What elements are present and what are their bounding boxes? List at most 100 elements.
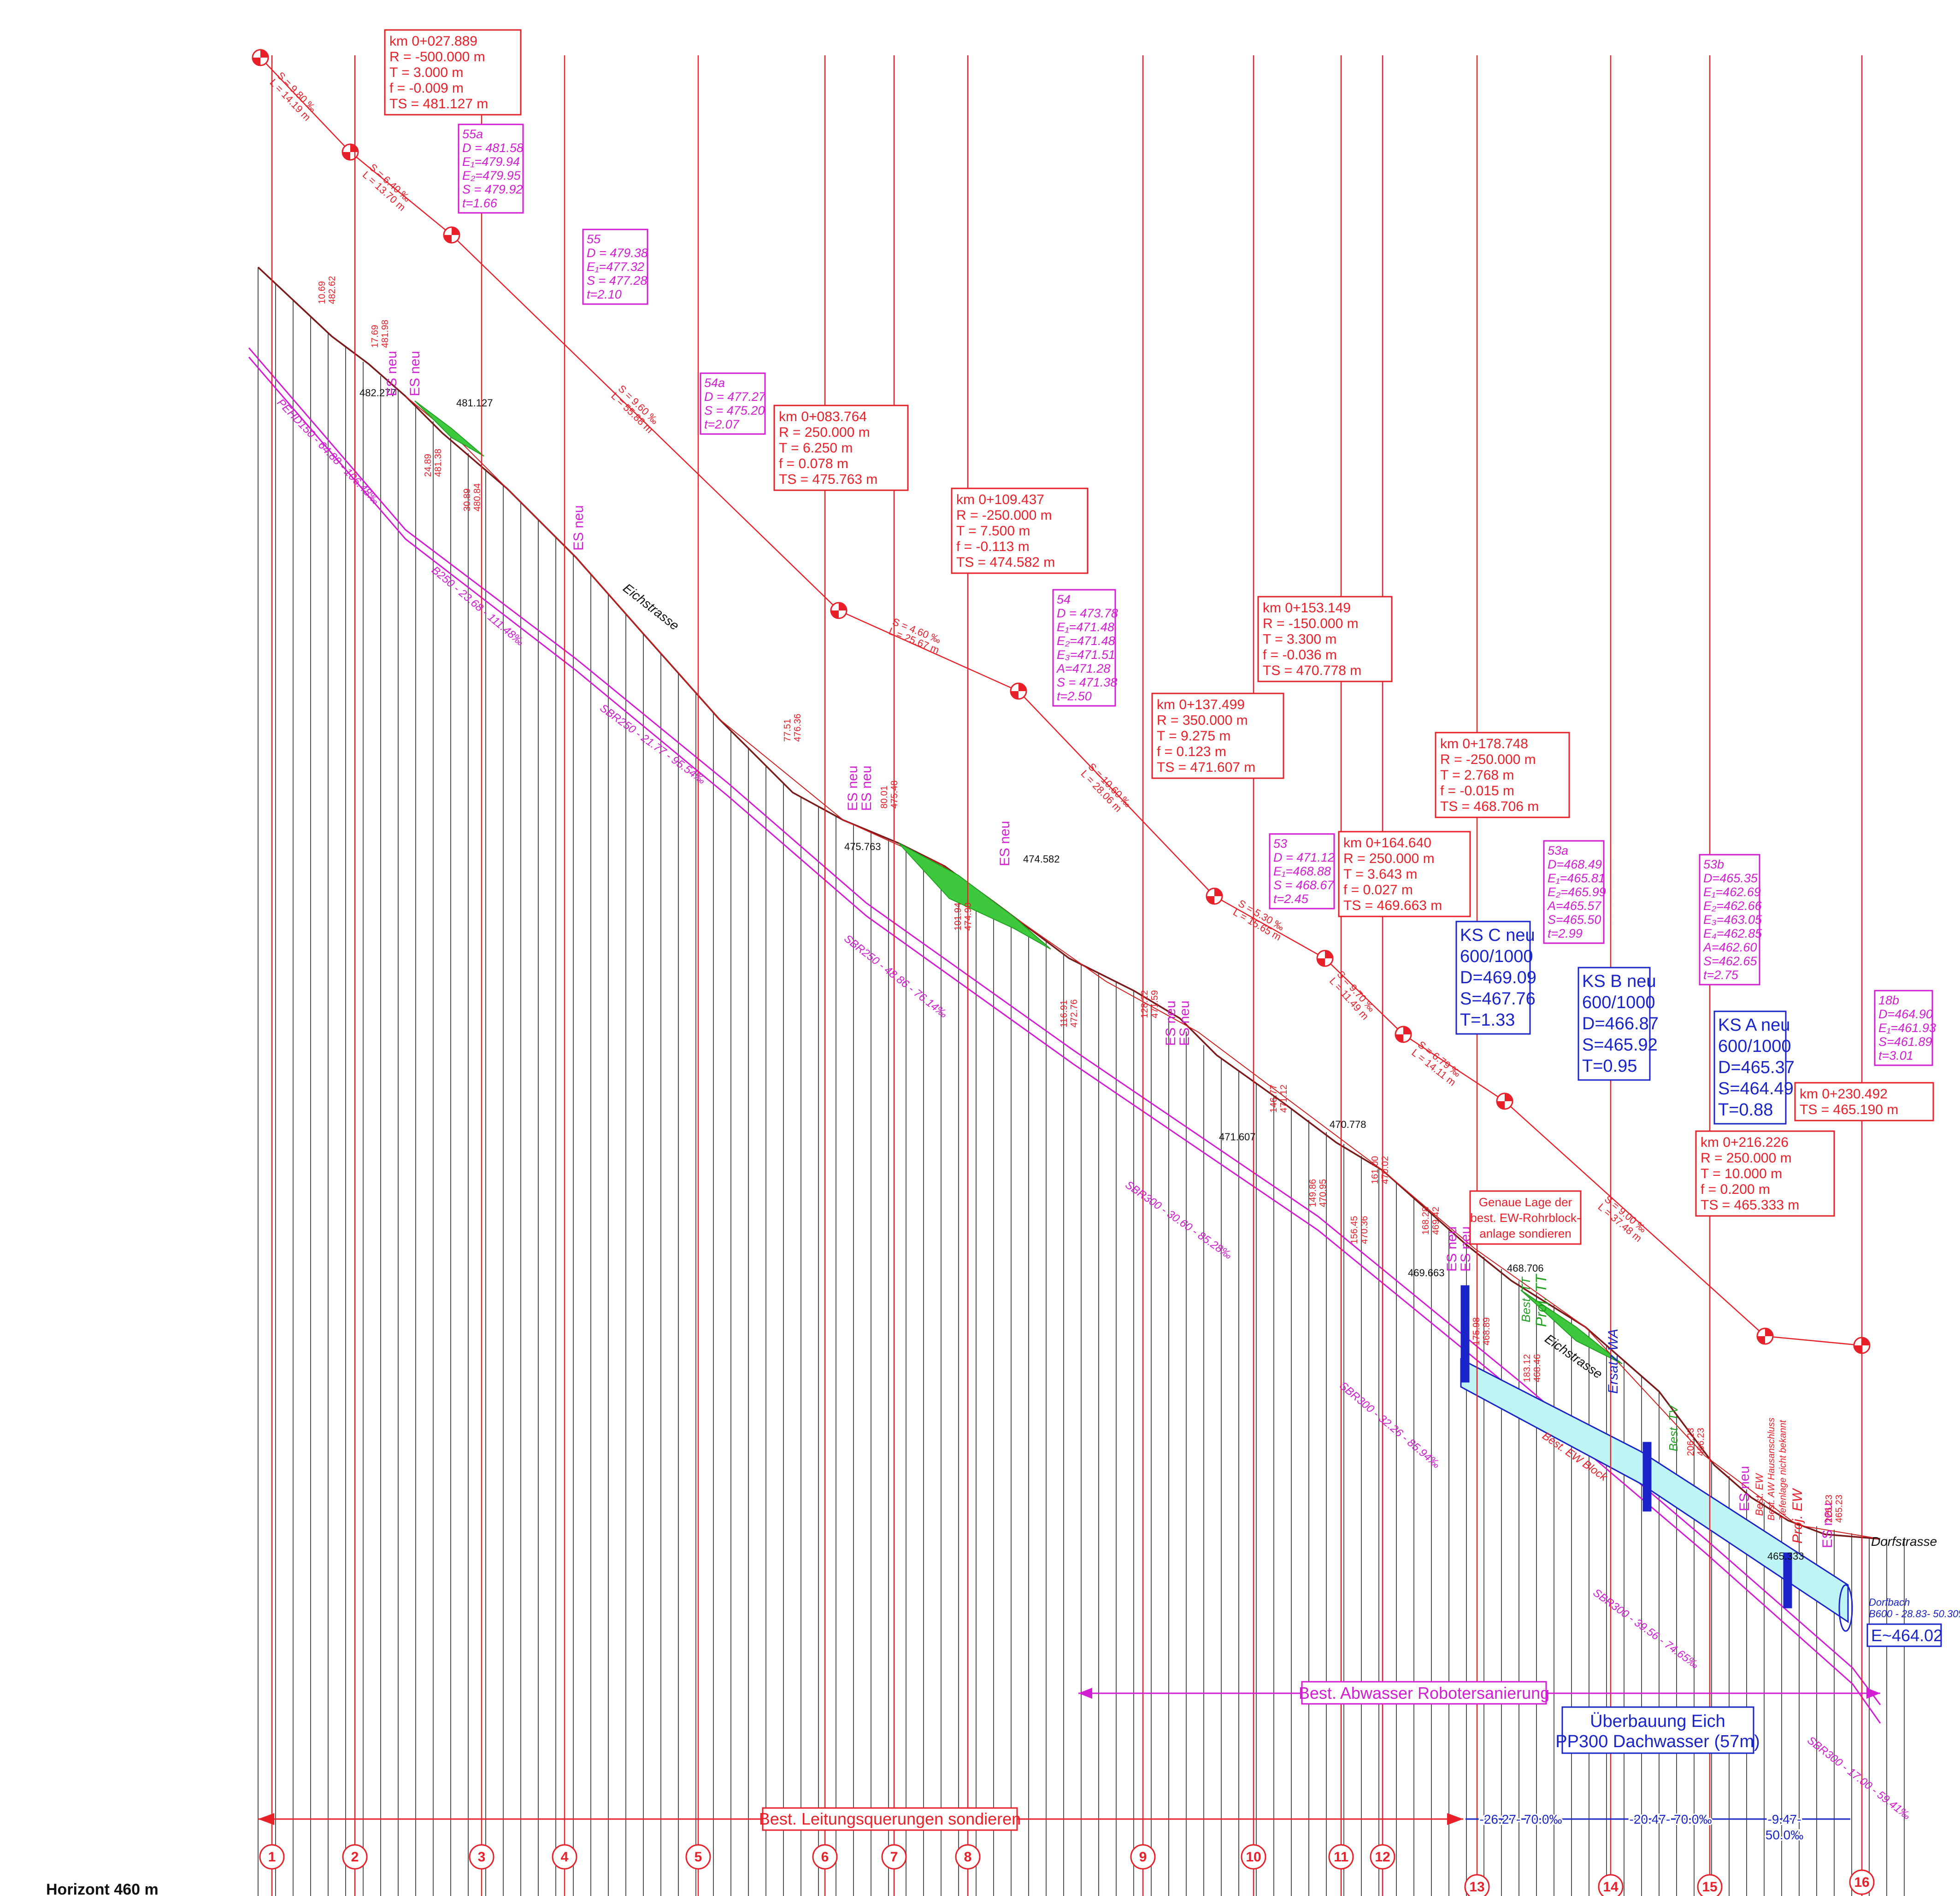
station-number: 10 xyxy=(1246,1849,1261,1865)
crossing-elevation: 468.89 xyxy=(1482,1317,1492,1345)
misc-label: Dorfbach xyxy=(1869,1597,1910,1608)
curve-box-line: T = 9.275 m xyxy=(1157,728,1230,744)
shaft-box-line: t=3.01 xyxy=(1878,1049,1913,1062)
curve-box xyxy=(773,405,909,491)
curve-box-line: TS = 465.333 m xyxy=(1701,1197,1799,1213)
curve-box-line: R = 250.000 m xyxy=(1701,1151,1792,1166)
station-circle xyxy=(1328,1844,1354,1870)
curve-box-line: f = -0.015 m xyxy=(1440,783,1514,798)
leitungsquerungen-box xyxy=(762,1807,1018,1831)
curve-box-line: TS = 465.190 m xyxy=(1800,1102,1898,1117)
elevation-mark: 465.333 xyxy=(1767,1550,1804,1562)
es-neu-label: ES neu xyxy=(571,505,586,551)
crossing-elevation: 481.38 xyxy=(433,449,443,477)
elevation-mark: 475.763 xyxy=(844,841,881,852)
dorfbach-culvert xyxy=(1838,1584,1853,1632)
genaue-lage-box xyxy=(1469,1190,1582,1245)
curve-box-line: km 0+178.748 xyxy=(1440,736,1528,751)
elevation-mark: 481.127 xyxy=(456,397,493,409)
new-pipe-segment-label: -9.47- xyxy=(1767,1812,1801,1826)
station-circle xyxy=(342,1844,368,1870)
grade-break-points xyxy=(252,49,1871,1354)
grade-node-fill xyxy=(831,603,847,618)
curve-box xyxy=(1151,693,1284,779)
misc-label: Best. TT xyxy=(1519,1276,1533,1322)
shaft-box-line: E₄=462.85 xyxy=(1703,927,1762,940)
crossing-station: 128.22 xyxy=(1140,990,1150,1018)
misc-label: Best. EW xyxy=(1754,1473,1765,1516)
pipe-label: SBR250 - 21.77 - 95.54‰ xyxy=(597,702,707,787)
station-circle xyxy=(1130,1844,1156,1870)
shaft-box-line: S = 477.28 xyxy=(587,274,647,288)
shaft-box-line: D = 477.27 xyxy=(704,390,766,404)
shaft-box-line: E₁=462.69 xyxy=(1703,885,1761,899)
curve-box-line: TS = 481.127 m xyxy=(389,96,488,112)
curve-box-line: T = 6.250 m xyxy=(779,440,853,456)
new-pipe xyxy=(1460,1285,1853,1632)
slope-label: S = 9.70 ‰L = 11.49 m xyxy=(1327,969,1377,1022)
station-number: 6 xyxy=(821,1849,829,1865)
station-number: 5 xyxy=(695,1849,702,1865)
shaft-box xyxy=(458,123,524,214)
curve-box-line: f = 0.200 m xyxy=(1701,1182,1770,1197)
curve-box-line: f = 0.123 m xyxy=(1157,744,1226,759)
grade-node-fill xyxy=(1395,1027,1411,1042)
robotersanierung-label: Best. Abwasser Robotersanierung xyxy=(1299,1684,1549,1702)
crossing-elevation: 480.84 xyxy=(472,483,483,511)
pipe-label: B250 - 23.68 - 111.48‰ xyxy=(429,564,526,648)
shaft-box xyxy=(1052,589,1116,707)
station-number: 12 xyxy=(1375,1849,1390,1865)
ks-box-line: D=469.09 xyxy=(1460,968,1536,987)
shaft-box-line: t=2.75 xyxy=(1703,968,1739,982)
crossing-elevation: 471.12 xyxy=(1279,1085,1289,1113)
curve-box-line: f = -0.036 m xyxy=(1263,647,1337,663)
es-neu-label: ES neu xyxy=(845,766,860,811)
new-pipe-band xyxy=(1460,1358,1849,1623)
curve-box xyxy=(1435,732,1570,818)
pipe-lower-line xyxy=(248,357,1881,1724)
ueberbauung-box xyxy=(1561,1706,1754,1754)
slope-label: S = 6.40 ‰L = 13.70 m xyxy=(360,161,413,213)
crossing-station: 146.77 xyxy=(1269,1085,1279,1113)
crossing-station: 116.91 xyxy=(1059,1000,1069,1027)
ks-box-line: KS C neu xyxy=(1460,926,1535,945)
shaft-box-line: D = 473.78 xyxy=(1057,606,1118,620)
street-label: Dorfstrasse xyxy=(1871,1534,1937,1549)
pipe-label: SBR250 - 48.86 - 76.14‰ xyxy=(842,932,949,1020)
shaft-box-line: E₂=465.99 xyxy=(1548,885,1606,899)
ks-box xyxy=(1577,967,1651,1081)
ks-box-line: KS B neu xyxy=(1582,972,1656,991)
arrowhead-right xyxy=(1447,1813,1463,1825)
curve-box-line: R = -150.000 m xyxy=(1263,616,1359,631)
horizon-label: Horizont 460 m xyxy=(46,1881,159,1896)
station-number: 16 xyxy=(1854,1875,1869,1890)
misc-label: Best. TV xyxy=(1666,1404,1680,1451)
curve-box-line: km 0+109.437 xyxy=(956,492,1044,507)
curve-box xyxy=(384,29,522,116)
e-level-box xyxy=(1866,1623,1942,1647)
station-circle xyxy=(955,1844,981,1870)
station-number: 14 xyxy=(1603,1879,1619,1895)
grade-node-fill xyxy=(1497,1093,1513,1109)
crossing-elevation: 465.23 xyxy=(1834,1495,1844,1523)
curve-box-line: f = 0.078 m xyxy=(779,456,848,471)
station-number: 2 xyxy=(351,1849,359,1865)
station-number: 1 xyxy=(268,1849,276,1865)
shaft-box-line: t=1.66 xyxy=(462,196,498,210)
genaue-lage-line: Genaue Lage der xyxy=(1479,1195,1572,1209)
crossing-station: 226.23 xyxy=(1824,1495,1834,1523)
station-circle xyxy=(1241,1844,1266,1870)
shaft-box-line: E₃=471.51 xyxy=(1057,648,1115,662)
elevation-mark: 468.706 xyxy=(1507,1262,1544,1274)
curve-box-line: km 0+230.492 xyxy=(1800,1086,1888,1102)
shaft-box-line: S=461.89 xyxy=(1878,1035,1932,1049)
crossing-elevation: 476.36 xyxy=(793,714,803,742)
station-circle xyxy=(1849,1869,1875,1895)
ks-box xyxy=(1713,1010,1787,1125)
ks-box-line: KS A neu xyxy=(1718,1016,1790,1035)
